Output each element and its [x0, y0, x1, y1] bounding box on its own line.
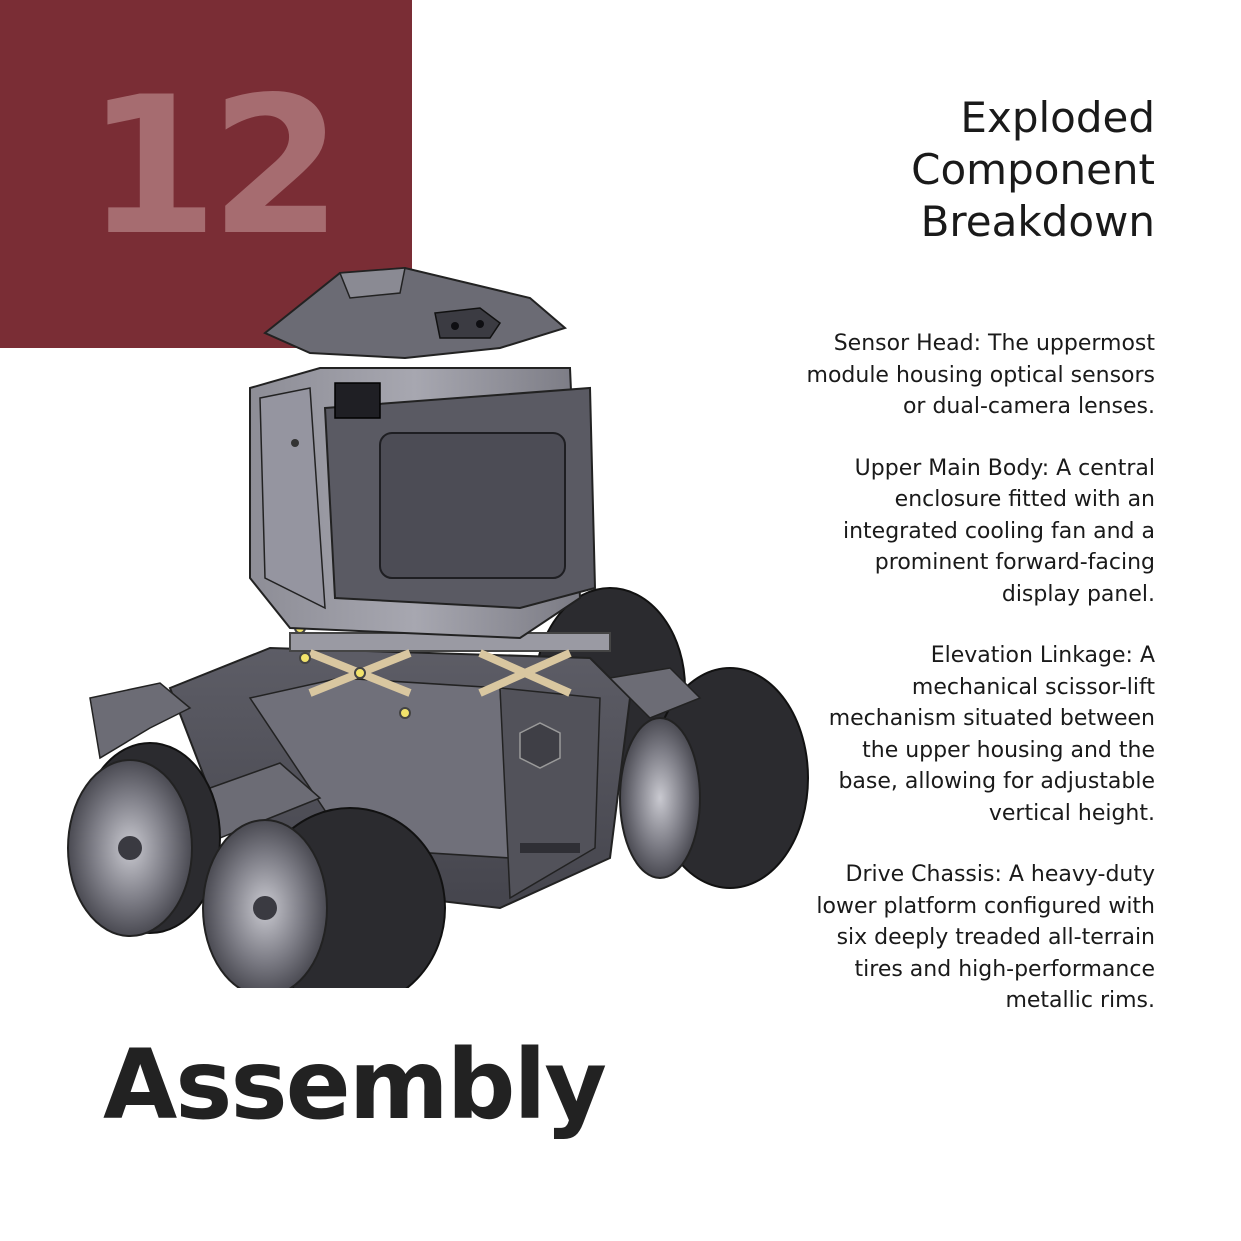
- component-elevation-linkage-description: Elevation Linkage: A mechanical scissor-…: [735, 640, 1155, 829]
- description-line: Sensor Head: The uppermost: [833, 331, 1155, 356]
- description-line: the upper housing and the: [862, 737, 1155, 763]
- middle-right-wheel: [619, 667, 809, 889]
- description-line: six deeply treaded all-terrain: [836, 925, 1155, 950]
- front-right-wheel: [202, 807, 446, 988]
- description-line: lower platform configured with: [816, 893, 1155, 919]
- page-number-block: 12: [0, 0, 412, 348]
- section-title: Exploded Component Breakdown: [735, 92, 1155, 248]
- section-title-line: Breakdown: [920, 197, 1155, 246]
- description-line: Drive Chassis: A heavy-duty: [845, 862, 1155, 887]
- section-title-line: Component: [911, 145, 1155, 194]
- description-line: integrated cooling fan and a: [843, 518, 1155, 544]
- description-line: prominent forward-facing: [874, 550, 1155, 575]
- front-left-wheel: [67, 742, 221, 937]
- component-upper-body-description: Upper Main Body: A central enclosure fit…: [735, 453, 1155, 611]
- description-line: Upper Main Body: A central: [854, 455, 1155, 481]
- elevation-linkage: [289, 622, 611, 719]
- component-drive-chassis-description: Drive Chassis: A heavy-duty lower platfo…: [735, 859, 1155, 1017]
- component-descriptions: Sensor Head: The uppermost module housin…: [735, 328, 1155, 1047]
- description-line: vertical height.: [988, 800, 1155, 826]
- description-line: enclosure fitted with an: [894, 487, 1155, 512]
- component-sensor-head-description: Sensor Head: The uppermost module housin…: [735, 328, 1155, 423]
- description-line: or dual-camera lenses.: [902, 394, 1155, 419]
- description-line: tires and high-performance: [854, 956, 1155, 982]
- assembly-heading: Assembly: [103, 1029, 607, 1141]
- description-line: base, allowing for adjustable: [838, 769, 1155, 794]
- page-number: 12: [86, 56, 342, 277]
- description-line: module housing optical sensors: [806, 362, 1155, 388]
- description-line: mechanical scissor-lift: [911, 674, 1155, 700]
- description-line: Elevation Linkage: A: [930, 643, 1155, 668]
- description-line: display panel.: [1001, 581, 1155, 607]
- sensor-head: [263, 266, 568, 360]
- upper-main-body: [249, 367, 597, 640]
- description-line: metallic rims.: [1005, 988, 1155, 1013]
- cooling-fan: [334, 382, 381, 419]
- robot-assembly-illustration: [67, 266, 809, 988]
- section-title-line: Exploded: [960, 93, 1155, 142]
- fenders: [89, 667, 702, 840]
- description-line: mechanism situated between: [828, 706, 1155, 731]
